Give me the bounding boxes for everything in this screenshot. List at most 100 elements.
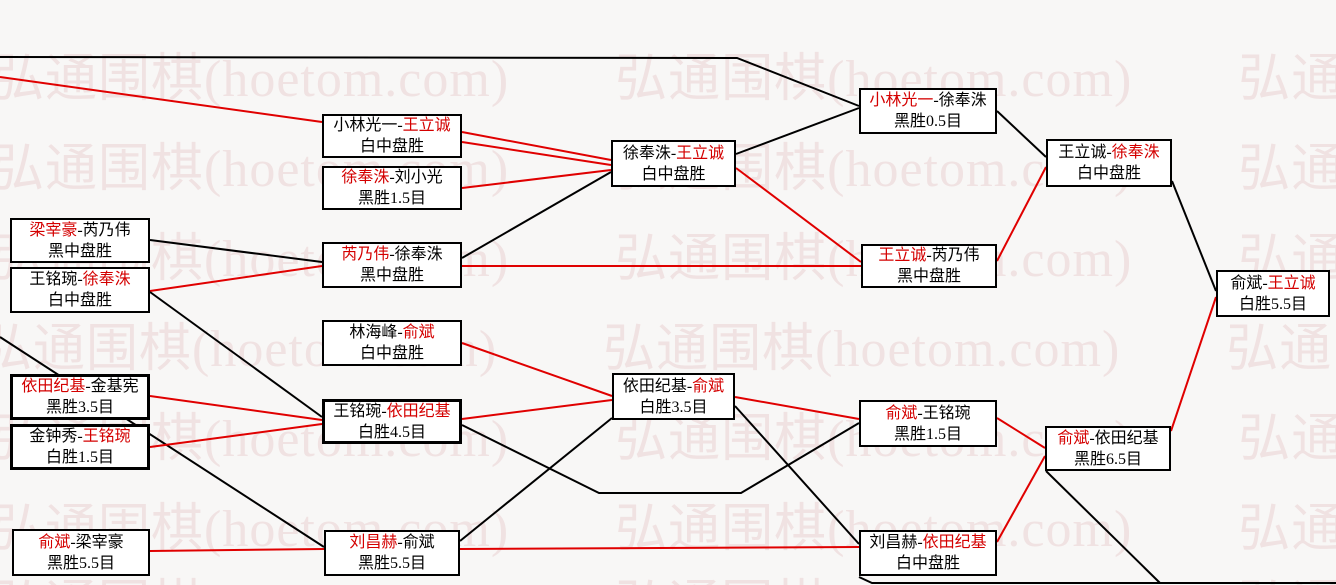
match-players: 俞斌-王立诚 (1230, 273, 1315, 294)
winner-path-line (461, 399, 613, 420)
player1-name: 林海峰 (349, 324, 398, 341)
bracket-line (461, 422, 860, 494)
match-result: 白胜1.5目 (45, 449, 114, 466)
match-result: 白胜4.5目 (357, 423, 426, 441)
vs-dash: - (686, 377, 693, 395)
player2-name: 王立诚 (1267, 274, 1316, 292)
player1-name: 金钟秀 (29, 428, 78, 445)
match-players: 俞斌-梁宰豪 (38, 532, 123, 553)
winner-path-line (0, 76, 323, 123)
winner-path-line (461, 131, 612, 161)
match-result: 黑中盘胜 (47, 242, 112, 260)
match-result: 白中盘胜 (359, 345, 424, 362)
match-result: 白中盘胜 (47, 292, 112, 309)
match-result: 黑胜1.5目 (893, 425, 962, 443)
player1-name: 小林光一 (333, 117, 398, 134)
vs-dash: - (85, 378, 91, 395)
player1-name: 王立诚 (878, 247, 927, 264)
player2-name: 王铭琬 (922, 404, 971, 422)
player1-name: 刘昌赫 (349, 534, 398, 551)
match-box-m03: 依田纪基-金基宪黑胜3.5目 (10, 374, 150, 420)
match-players: 王铭琬-依田纪基 (333, 401, 450, 422)
vs-dash: - (77, 271, 83, 288)
match-result: 白中盘胜 (1076, 165, 1141, 182)
vs-dash: - (926, 247, 932, 264)
match-box-m14: 小林光一-徐奉洙黑胜0.5目 (859, 88, 997, 134)
match-box-m06: 小林光一-王立诚白中盘胜 (322, 114, 462, 158)
player1-name: 依田纪基 (21, 378, 86, 395)
match-box-m18: 王立诚-徐奉洙白中盘胜 (1046, 139, 1172, 187)
match-players: 金钟秀-王铭琬 (29, 426, 130, 447)
player2-name: 梁宰豪 (75, 533, 124, 551)
player1-name: 俞斌 (885, 404, 918, 422)
player1-name: 徐奉洙 (622, 144, 671, 162)
match-result: 黑中盘胜 (359, 267, 424, 284)
vs-dash: - (917, 534, 923, 551)
vs-dash: - (933, 92, 939, 109)
player2-name: 俞斌 (402, 324, 435, 341)
player2-name: 依田纪基 (922, 534, 987, 551)
match-box-m19: 俞斌-依田纪基黑胜6.5目 (1045, 426, 1171, 471)
match-box-m13: 依田纪基-俞斌白胜3.5目 (612, 373, 735, 420)
player2-name: 金基宪 (90, 378, 139, 395)
player1-name: 芮乃伟 (341, 246, 390, 263)
vs-dash: - (397, 117, 403, 134)
bracket-line (1045, 470, 1161, 584)
match-players: 依田纪基-金基宪 (21, 376, 138, 397)
winner-path-line (149, 423, 323, 448)
player1-name: 梁宰豪 (29, 221, 78, 239)
player2-name: 徐奉洙 (394, 246, 443, 263)
bracket-line (0, 56, 860, 107)
match-box-m02: 王铭琬-徐奉洙白中盘胜 (10, 267, 150, 313)
winner-path-line (461, 342, 613, 397)
match-box-m11: 刘昌赫-俞斌黑胜5.5目 (324, 530, 460, 576)
player2-name: 徐奉洙 (1111, 144, 1160, 161)
player2-name: 依田纪基 (386, 402, 451, 420)
match-box-m01: 梁宰豪-芮乃伟黑中盘胜 (10, 218, 150, 263)
vs-dash: - (917, 404, 923, 422)
player2-name: 俞斌 (402, 534, 435, 551)
match-box-m16: 俞斌-王铭琬黑胜1.5目 (859, 400, 997, 447)
player2-name: 王立诚 (402, 117, 451, 134)
winner-path-line (996, 166, 1047, 262)
match-players: 俞斌-王铭琬 (885, 403, 970, 424)
player2-name: 刘小光 (394, 169, 443, 186)
match-result: 白胜5.5目 (1238, 295, 1307, 313)
player1-name: 俞斌 (1057, 429, 1090, 447)
match-box-m10: 王铭琬-依田纪基白胜4.5目 (322, 399, 462, 444)
winner-path-line (149, 548, 325, 552)
match-box-m17: 刘昌赫-依田纪基白中盘胜 (859, 530, 997, 576)
match-players: 小林光一-王立诚 (333, 115, 450, 136)
bracket-line (459, 417, 613, 542)
vs-dash: - (389, 246, 395, 263)
match-result: 白中盘胜 (359, 138, 424, 155)
player1-name: 俞斌 (1230, 274, 1263, 292)
match-box-m12: 徐奉洙-王立诚白中盘胜 (611, 140, 736, 187)
bracket-line (735, 107, 860, 155)
match-box-m08: 芮乃伟-徐奉洙黑中盘胜 (322, 242, 462, 288)
match-players: 俞斌-依田纪基 (1057, 428, 1158, 449)
match-box-m05: 俞斌-梁宰豪黑胜5.5目 (12, 529, 150, 576)
match-players: 小林光一-徐奉洙 (869, 90, 986, 111)
match-result: 黑胜3.5目 (45, 399, 114, 416)
player2-name: 依田纪基 (1094, 429, 1159, 447)
vs-dash: - (70, 533, 76, 551)
match-result: 黑胜0.5目 (893, 113, 962, 130)
player2-name: 徐奉洙 (938, 92, 987, 109)
match-result: 黑中盘胜 (896, 268, 961, 285)
winner-path-line (461, 169, 612, 189)
winner-path-line (996, 455, 1046, 543)
match-players: 刘昌赫-俞斌 (349, 532, 434, 553)
match-players: 梁宰豪-芮乃伟 (29, 220, 130, 241)
match-box-m09: 林海峰-俞斌白中盘胜 (322, 320, 462, 366)
bracket-line (1171, 180, 1217, 292)
match-result: 黑胜5.5目 (46, 554, 115, 572)
match-players: 依田纪基-俞斌 (623, 376, 724, 397)
match-players: 徐奉洙-刘小光 (341, 167, 442, 188)
winner-path-line (1170, 296, 1217, 432)
player1-name: 俞斌 (38, 533, 71, 551)
winner-path-line (149, 265, 323, 292)
match-result: 白中盘胜 (641, 165, 706, 183)
